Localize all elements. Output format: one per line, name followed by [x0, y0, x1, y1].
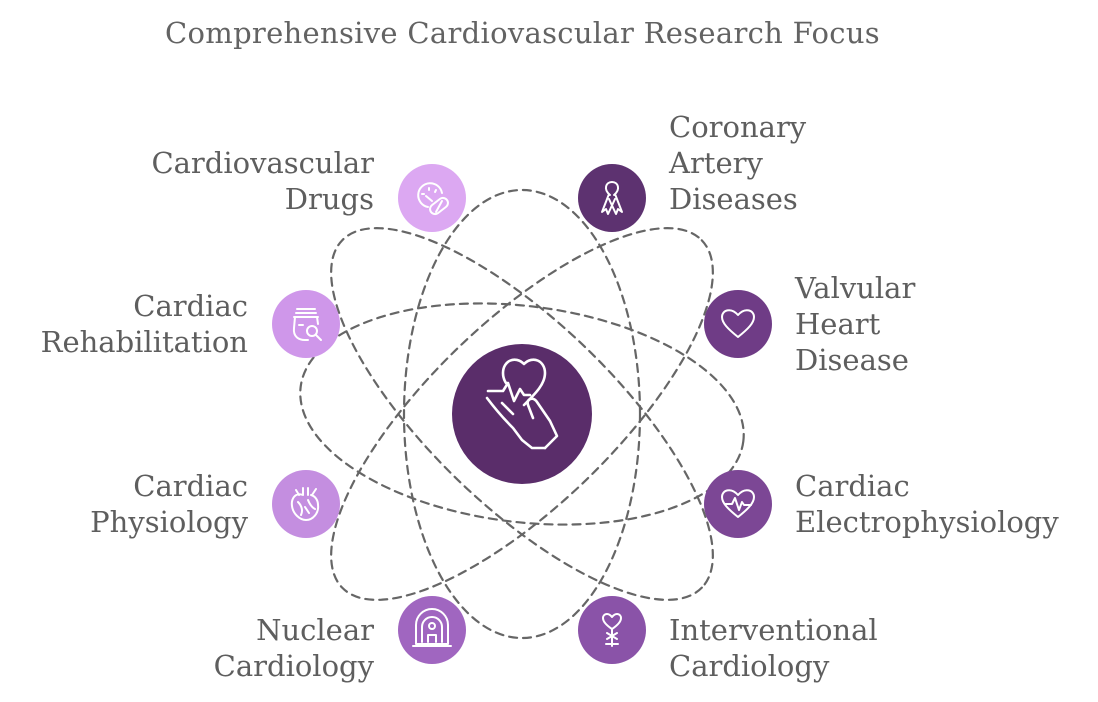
label-line: Disease — [795, 343, 909, 377]
label-line: Interventional — [669, 613, 878, 647]
jar-search-icon — [292, 308, 322, 341]
node-circle — [578, 164, 646, 232]
label-coronary-artery-diseases: Coronary Artery Diseases — [669, 109, 806, 217]
label-line: Artery — [669, 146, 763, 180]
label-line: Coronary — [669, 110, 807, 144]
label-cardiovascular-drugs: Cardiovascular Drugs — [151, 145, 374, 217]
label-valvular-heart-disease: Valvular Heart Disease — [795, 270, 915, 378]
pill-gauge-icon — [417, 182, 449, 216]
label-line: Heart — [795, 307, 881, 341]
node-interventional-cardiology — [578, 596, 646, 664]
node-cardiac-rehabilitation — [272, 290, 340, 358]
orbit-horizontal — [299, 302, 745, 526]
label-line: Diseases — [669, 182, 798, 216]
label-line: Electrophysiology — [795, 505, 1059, 539]
label-line: Cardiac — [795, 469, 910, 503]
heart-hand-icon — [485, 358, 559, 450]
label-line: Drugs — [284, 182, 374, 216]
label-cardiac-physiology: Cardiac Physiology — [90, 468, 248, 540]
label-line: Valvular — [795, 271, 916, 305]
page-title: Comprehensive Cardiovascular Research Fo… — [165, 16, 880, 50]
orbit-diagonal-down — [330, 227, 714, 601]
label-line: Nuclear — [256, 613, 374, 647]
orbit-diagonal-up — [330, 227, 714, 601]
heart-balloon-icon — [602, 613, 622, 647]
label-line: Rehabilitation — [40, 325, 248, 359]
heart-outline-icon — [721, 309, 755, 338]
center-hub — [452, 344, 592, 484]
node-cardiac-physiology — [272, 470, 340, 538]
label-nuclear-cardiology: Nuclear Cardiology — [214, 612, 374, 684]
node-coronary-artery-diseases — [578, 164, 646, 232]
label-cardiac-rehabilitation: Cardiac Rehabilitation — [41, 288, 248, 360]
node-circle — [272, 470, 340, 538]
topic-nodes — [272, 164, 772, 664]
node-nuclear-cardiology — [398, 596, 466, 664]
node-cardiovascular-drugs — [398, 164, 466, 232]
label-line: Cardiology — [669, 649, 830, 683]
node-circle — [704, 290, 772, 358]
node-circle — [398, 164, 466, 232]
label-line: Physiology — [90, 505, 248, 539]
heart-pulse-icon — [721, 489, 755, 518]
label-line: Cardiac — [133, 469, 248, 503]
label-line: Cardiology — [213, 649, 374, 683]
label-cardiac-electrophysiology: Cardiac Electrophysiology — [795, 468, 1059, 540]
anatomical-heart-icon — [290, 487, 320, 521]
orbit-vertical — [402, 188, 642, 640]
label-line: Cardiovascular — [151, 146, 374, 180]
label-line: Cardiac — [133, 289, 248, 323]
node-valvular-heart-disease — [704, 290, 772, 358]
ribbon-icon — [601, 181, 623, 215]
label-interventional-cardiology: Interventional Cardiology — [669, 612, 878, 684]
orbit-paths — [299, 188, 745, 640]
center-circle — [452, 344, 592, 484]
scanner-icon — [412, 608, 452, 647]
node-circle — [272, 290, 340, 358]
node-cardiac-electrophysiology — [704, 470, 772, 538]
